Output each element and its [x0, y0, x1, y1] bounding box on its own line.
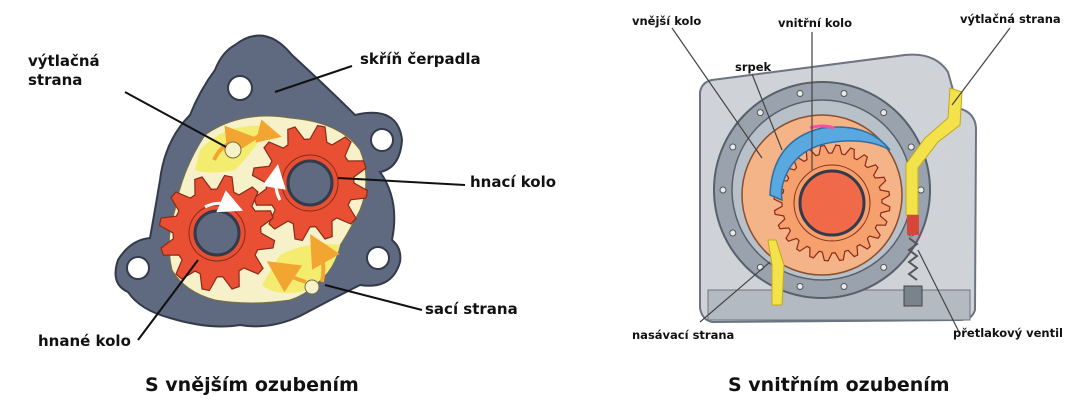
caption-left: S vnějším ozubením — [145, 374, 359, 396]
relief-valve-body — [907, 215, 919, 235]
label-inner-gear: vnitřní kolo — [778, 16, 852, 30]
drive-gear — [253, 126, 368, 241]
casing-bolt — [797, 91, 803, 97]
bolt-hole — [127, 257, 149, 279]
casing-bolt — [730, 230, 736, 236]
bolt-hole — [228, 76, 252, 100]
label-driven-gear: hnané kolo — [38, 332, 131, 351]
casing-bolt — [757, 264, 763, 270]
casing-bolt — [841, 91, 847, 97]
casing-bolt — [720, 187, 726, 193]
bolt-hole — [367, 247, 389, 269]
label-relief-valve: přetlakový ventil — [953, 326, 1063, 340]
label-inlet-right: nasávací strana — [632, 328, 734, 342]
casing-bolt — [918, 187, 924, 193]
port-outlet — [225, 142, 241, 158]
relief-valve-plug — [904, 286, 922, 306]
leader-line — [952, 28, 1010, 105]
internal-gear-pump — [672, 28, 1010, 334]
label-outer-gear: vnější kolo — [632, 14, 701, 28]
leader-line — [325, 285, 422, 310]
casing-bolt — [881, 264, 887, 270]
gear-hub — [800, 171, 864, 235]
casing-bolt — [757, 110, 763, 116]
label-inlet-left: sací strana — [425, 300, 518, 319]
casing-bolt — [841, 284, 847, 290]
label-housing: skříň čerpadla — [360, 50, 481, 69]
casing-bolt — [730, 144, 736, 150]
label-outlet-left: výtlačná strana — [28, 52, 100, 90]
caption-right: S vnitřním ozubením — [728, 374, 950, 396]
bolt-hole — [371, 129, 393, 151]
port-inlet — [305, 280, 319, 294]
external-gear-pump — [116, 36, 465, 340]
label-crescent: srpek — [735, 60, 771, 74]
casing-bolt — [881, 110, 887, 116]
gear-hub — [195, 211, 239, 255]
gear-hub — [288, 161, 332, 205]
label-drive-gear: hnací kolo — [470, 173, 556, 192]
casing-bolt — [908, 144, 914, 150]
casing-bolt — [797, 284, 803, 290]
driven-gear — [160, 176, 275, 291]
label-outlet-right: výtlačná strana — [960, 12, 1061, 26]
